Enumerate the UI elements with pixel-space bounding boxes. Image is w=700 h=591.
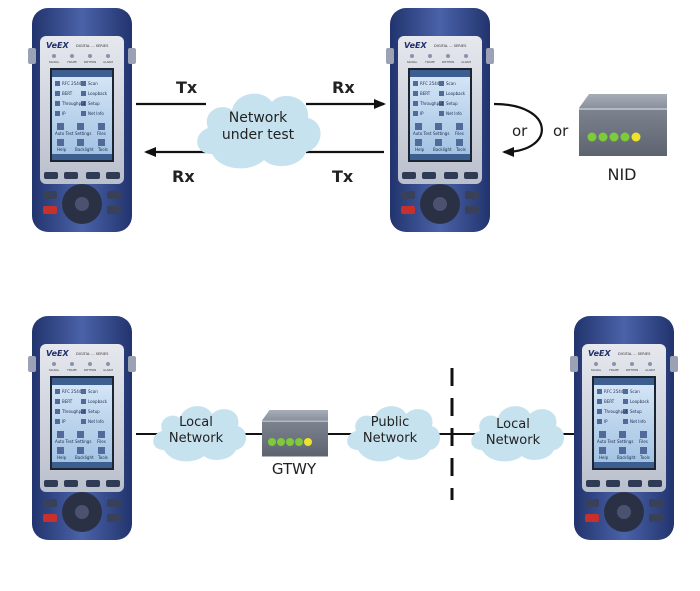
label-nid: NID	[607, 165, 636, 184]
label-rx-right: Rx	[332, 78, 355, 97]
cloud1-line1: Local	[179, 415, 213, 430]
label-tx-right: Tx	[332, 167, 354, 186]
tester-bottom-right	[570, 316, 678, 540]
label-gtwy: GTWY	[272, 460, 317, 478]
cloud2-line2: Network	[363, 431, 418, 446]
cloud3-line2: Network	[486, 433, 541, 448]
tester-top-right	[386, 8, 494, 232]
tester-bottom-left	[28, 316, 136, 540]
top-links	[136, 99, 543, 157]
nid-leds	[587, 132, 641, 142]
label-tx-left: Tx	[176, 78, 198, 97]
gtwy-leds	[268, 438, 312, 446]
gtwy-box	[262, 410, 328, 457]
label-rx-left: Rx	[172, 167, 195, 186]
cloud-local-network-left: Local Network	[153, 406, 247, 462]
cloud-local-network-right: Local Network	[471, 406, 565, 462]
label-or-2: or	[553, 122, 569, 140]
cloud-network-under-test: Network under test	[197, 93, 321, 169]
cloud2-line1: Public	[371, 415, 409, 430]
nid-box	[579, 94, 667, 156]
cloud3-line1: Local	[496, 417, 530, 432]
cloud1-line2: Network	[169, 431, 224, 446]
cloud-top-line2: under test	[222, 127, 295, 143]
cloud-public-network: Public Network	[347, 406, 441, 462]
tester-top-left	[28, 8, 136, 232]
cloud-top-line1: Network	[229, 110, 288, 126]
label-or-1: or	[512, 122, 528, 140]
